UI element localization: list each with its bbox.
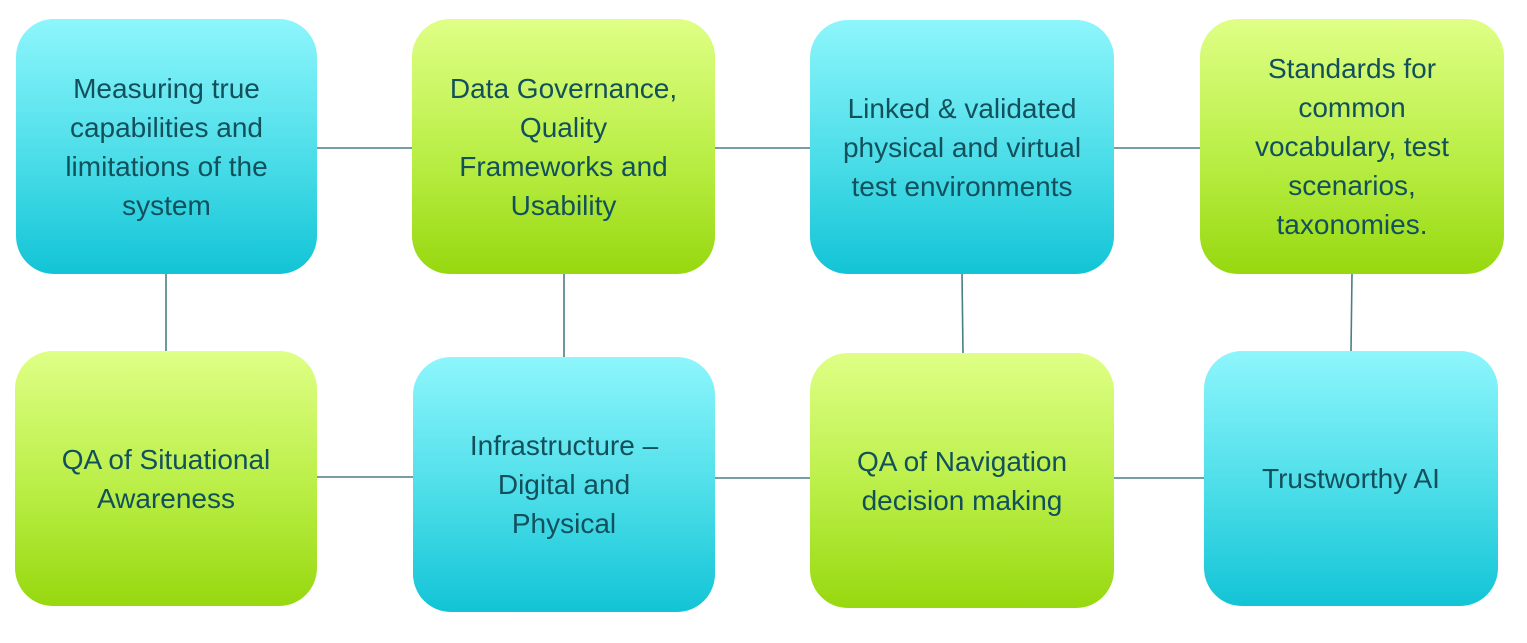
- node-infrastructure: Infrastructure – Digital and Physical: [413, 357, 715, 612]
- node-label: Trustworthy AI: [1262, 463, 1440, 494]
- node-label: Standards for common vocabulary, test sc…: [1254, 53, 1450, 240]
- connector-line: [961, 273, 964, 354]
- node-trustworthy-ai: Trustworthy AI: [1204, 351, 1498, 606]
- node-label: QA of Navigation decision making: [856, 445, 1068, 516]
- connector-line: [1350, 273, 1353, 352]
- node-label: Linked & validated physical and virtual …: [842, 92, 1082, 202]
- node-standards: Standards for common vocabulary, test sc…: [1200, 19, 1504, 274]
- node-test-environments: Linked & validated physical and virtual …: [810, 20, 1114, 274]
- node-qa-situational-awareness: QA of Situational Awareness: [15, 351, 317, 606]
- node-measuring-capabilities: Measuring true capabilities and limitati…: [16, 19, 317, 274]
- node-label: Infrastructure – Digital and Physical: [469, 430, 659, 539]
- node-label: QA of Situational Awareness: [61, 443, 271, 514]
- node-label: Measuring true capabilities and limitati…: [65, 72, 268, 221]
- node-label: Data Governance, Quality Frameworks and …: [449, 72, 678, 221]
- node-qa-navigation: QA of Navigation decision making: [810, 353, 1114, 608]
- node-data-governance: Data Governance, Quality Frameworks and …: [412, 19, 715, 274]
